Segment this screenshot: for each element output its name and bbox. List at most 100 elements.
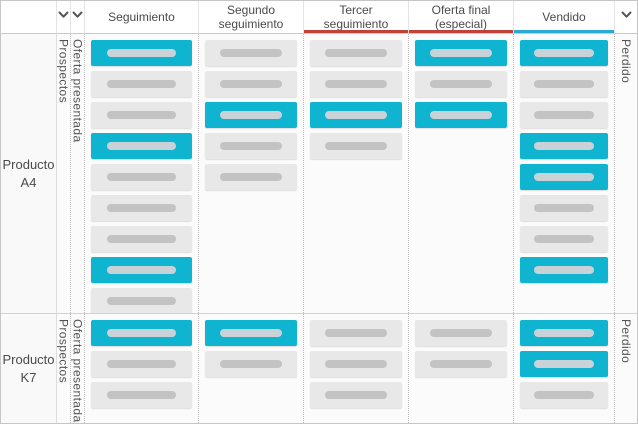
deal-card[interactable] xyxy=(520,40,608,66)
deal-card[interactable] xyxy=(205,351,297,377)
deal-card[interactable] xyxy=(520,71,608,97)
cards-column-segundo-seguimiento-a4 xyxy=(199,34,304,313)
row-label-text: Producto K7 xyxy=(2,351,55,385)
stage-header-oferta-final[interactable]: Oferta final (especial) xyxy=(409,1,514,34)
deal-card[interactable] xyxy=(415,40,507,66)
deal-card[interactable] xyxy=(91,71,192,97)
deal-title-placeholder xyxy=(324,111,388,119)
cards-column-oferta-final-k7 xyxy=(409,313,514,423)
deal-card[interactable] xyxy=(91,257,192,283)
deal-card[interactable] xyxy=(91,40,192,66)
deal-title-placeholder xyxy=(429,111,493,119)
deal-card[interactable] xyxy=(205,102,297,128)
deal-card[interactable] xyxy=(415,320,507,346)
deal-card[interactable] xyxy=(520,320,608,346)
deal-title-placeholder xyxy=(107,297,176,305)
chevron-down-icon xyxy=(72,11,83,18)
lane-label-oferta-presentada: Oferta presentada xyxy=(71,34,85,313)
deal-title-placeholder xyxy=(324,80,388,88)
deal-title-placeholder xyxy=(429,360,493,368)
deal-title-placeholder xyxy=(107,49,176,57)
deal-card[interactable] xyxy=(205,71,297,97)
deal-card[interactable] xyxy=(415,102,507,128)
cards-column-seguimiento-a4 xyxy=(85,34,199,313)
collapse-lane-perdido-button[interactable] xyxy=(615,1,637,34)
deal-card[interactable] xyxy=(91,320,192,346)
deal-title-placeholder xyxy=(534,329,594,337)
lane-label-text: Oferta presentada xyxy=(71,319,85,423)
deal-title-placeholder xyxy=(534,204,594,212)
cards-column-vendido-k7 xyxy=(514,313,615,423)
lane-label-perdido-a4: Perdido xyxy=(615,34,637,313)
deal-card[interactable] xyxy=(520,164,608,190)
stage-header-segundo-seguimiento[interactable]: Segundo seguimiento xyxy=(199,1,304,34)
deal-title-placeholder xyxy=(107,360,176,368)
deal-title-placeholder xyxy=(219,173,283,181)
deal-title-placeholder xyxy=(429,329,493,337)
deal-card[interactable] xyxy=(91,351,192,377)
deal-title-placeholder xyxy=(107,204,176,212)
deal-card[interactable] xyxy=(310,351,402,377)
stage-header-label: Tercer seguimiento xyxy=(323,2,389,31)
stage-header-vendido[interactable]: Vendido xyxy=(514,1,615,34)
deal-card[interactable] xyxy=(91,382,192,408)
deal-card[interactable] xyxy=(310,40,402,66)
deal-card[interactable] xyxy=(310,71,402,97)
lane-label-text: Prospectos xyxy=(57,319,71,384)
deal-title-placeholder xyxy=(534,266,594,274)
deal-card[interactable] xyxy=(310,320,402,346)
deal-title-placeholder xyxy=(219,49,283,57)
deal-title-placeholder xyxy=(429,49,493,57)
row-label-producto-a4: Producto A4 xyxy=(1,34,57,313)
deal-card[interactable] xyxy=(205,40,297,66)
stage-header-label: Segundo seguimiento xyxy=(218,2,284,31)
deal-card[interactable] xyxy=(91,164,192,190)
deal-card[interactable] xyxy=(415,351,507,377)
deal-card[interactable] xyxy=(91,133,192,159)
deal-title-placeholder xyxy=(534,80,594,88)
corner-cell xyxy=(1,1,57,34)
deal-card[interactable] xyxy=(205,133,297,159)
deal-card[interactable] xyxy=(520,226,608,252)
deal-card[interactable] xyxy=(91,195,192,221)
deal-card[interactable] xyxy=(310,133,402,159)
deal-title-placeholder xyxy=(429,80,493,88)
deal-card[interactable] xyxy=(205,320,297,346)
deal-title-placeholder xyxy=(219,142,283,150)
deal-title-placeholder xyxy=(219,329,283,337)
deal-card[interactable] xyxy=(520,195,608,221)
deal-title-placeholder xyxy=(534,49,594,57)
deal-card[interactable] xyxy=(520,257,608,283)
deal-card[interactable] xyxy=(415,71,507,97)
cards-column-tercer-seguimiento-k7 xyxy=(304,313,409,423)
collapse-lane-oferta-presentada-button[interactable] xyxy=(71,1,85,34)
deal-title-placeholder xyxy=(324,49,388,57)
deal-card[interactable] xyxy=(520,351,608,377)
collapse-lane-prospectos-button[interactable] xyxy=(57,1,71,34)
deal-card[interactable] xyxy=(205,164,297,190)
lane-label-text: Perdido xyxy=(619,319,633,364)
cards-column-vendido-a4 xyxy=(514,34,615,313)
deal-card[interactable] xyxy=(520,382,608,408)
deal-title-placeholder xyxy=(534,111,594,119)
cards-column-segundo-seguimiento-k7 xyxy=(199,313,304,423)
deal-title-placeholder xyxy=(107,391,176,399)
deal-title-placeholder xyxy=(534,360,594,368)
stage-header-tercer-seguimiento[interactable]: Tercer seguimiento xyxy=(304,1,409,34)
lane-label-perdido-k7: Perdido xyxy=(615,313,637,423)
stage-header-seguimiento[interactable]: Seguimiento xyxy=(85,1,199,34)
cards-column-seguimiento-k7 xyxy=(85,313,199,423)
deal-card[interactable] xyxy=(91,226,192,252)
stage-header-label: Oferta final (especial) xyxy=(431,2,491,31)
deal-card[interactable] xyxy=(520,102,608,128)
deal-title-placeholder xyxy=(324,391,388,399)
deal-card[interactable] xyxy=(520,133,608,159)
stage-header-label: Seguimiento xyxy=(108,9,175,24)
deal-card[interactable] xyxy=(91,288,192,313)
deal-card[interactable] xyxy=(310,382,402,408)
deal-title-placeholder xyxy=(107,329,176,337)
deal-card[interactable] xyxy=(91,102,192,128)
deal-title-placeholder xyxy=(219,80,283,88)
deal-card[interactable] xyxy=(310,102,402,128)
